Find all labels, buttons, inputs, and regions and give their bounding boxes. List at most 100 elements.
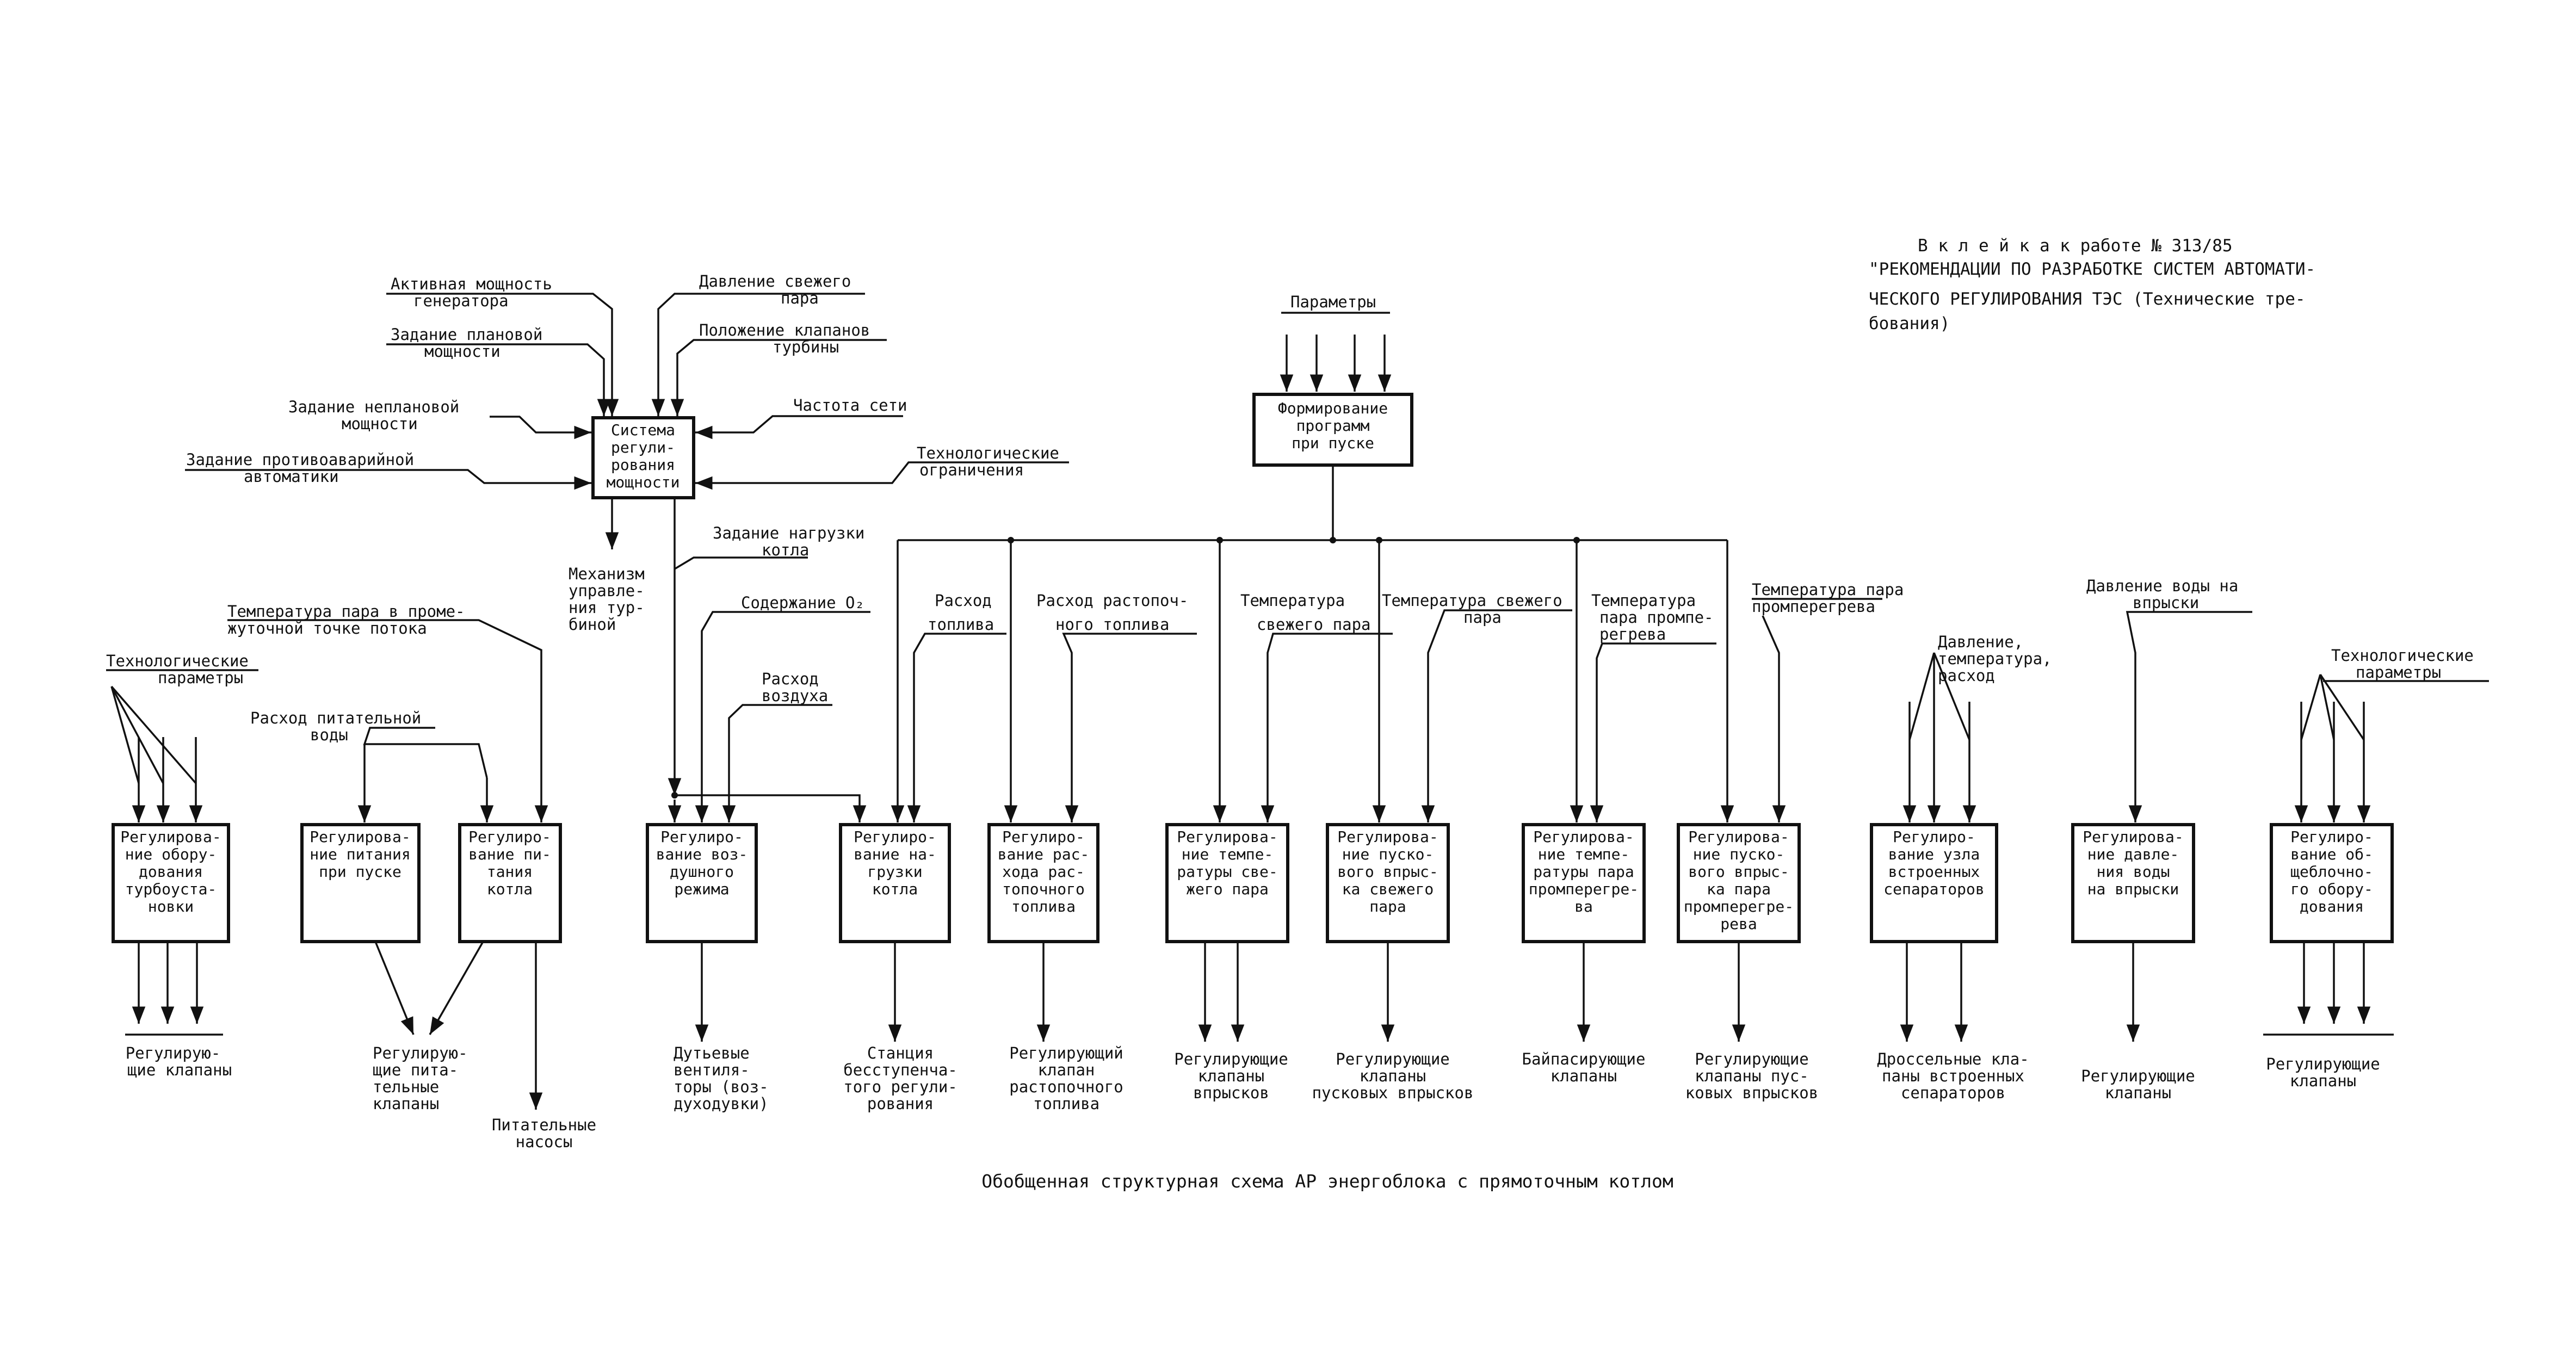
svg-text:Регулирующие: Регулирующие (1336, 1050, 1450, 1068)
svg-text:клапаны: клапаны (2105, 1084, 2171, 1102)
svg-text:Регулирова-: Регулирова- (2083, 828, 2183, 846)
label-grid-frequency: Частота сети (793, 396, 907, 414)
svg-text:клапаны пус-: клапаны пус- (1695, 1067, 1809, 1085)
svg-text:растопочного: растопочного (1009, 1078, 1123, 1096)
svg-text:вентиля-: вентиля- (674, 1061, 750, 1079)
svg-text:духодувки): духодувки) (674, 1094, 769, 1113)
output-feed-valves: Регулирую- щие пита- тельные клапаны (373, 1044, 468, 1113)
svg-text:ние темпе-: ние темпе- (1182, 845, 1274, 863)
svg-text:ние пуско-: ние пуско- (1693, 845, 1785, 863)
header-line-2: "РЕКОМЕНДАЦИИ ПО РАЗРАБОТКЕ СИСТЕМ АВТОМ… (1869, 259, 2315, 279)
program-formation-box (1252, 393, 1413, 467)
power-box-line-4: мощности (607, 473, 680, 491)
svg-text:Регулиро-: Регулиро- (2290, 828, 2373, 846)
label-air-flow: Расход (762, 670, 819, 688)
svg-text:Регулиро-: Регулиро- (1893, 828, 1975, 846)
svg-text:вание рас-: вание рас- (998, 845, 1090, 863)
output-startup-injection-valves-reheat: Регулирующие клапаны пус- ковых впрысков (1685, 1050, 1818, 1102)
label-fresh-steam-temp-2: свежего пара (1257, 615, 1371, 634)
reg-box-fresh-steam-temp: Регулирова- ние темпе- ратуры све- жего … (1165, 823, 1289, 943)
label-fresh-steam-pressure: Давление свежего (699, 272, 851, 290)
svg-text:топлива: топлива (1033, 1094, 1099, 1113)
svg-text:вание пи-: вание пи- (468, 845, 551, 863)
svg-text:Регулирующие: Регулирующие (2266, 1055, 2380, 1073)
svg-text:Регулиро-: Регулиро- (1002, 828, 1085, 846)
header-line-3: ЧЕСКОГО РЕГУЛИРОВАНИЯ ТЭС (Технические т… (1869, 289, 2306, 309)
svg-text:сепараторов: сепараторов (1883, 880, 1984, 898)
svg-text:встроенных: встроенных (1888, 863, 1980, 881)
svg-text:ния воды: ния воды (2097, 863, 2170, 881)
label-tech-params-right-2: параметры (2356, 663, 2441, 682)
power-control-box (591, 416, 695, 499)
svg-text:Регулирующий: Регулирующий (1009, 1044, 1123, 1062)
label-tech-params-right: Технологические (2331, 646, 2474, 665)
label-feed-water-flow-2: воды (310, 726, 348, 744)
label-ignition-fuel-flow-2: ного топлива (1055, 615, 1170, 634)
svg-text:промперегре-: промперегре- (1684, 898, 1794, 915)
label-turbine-mechanism: Механизм (569, 565, 645, 583)
svg-text:Регулиро-: Регулиро- (854, 828, 936, 846)
svg-text:ние обору-: ние обору- (125, 845, 217, 863)
label-ptr-3: расход (1938, 666, 1995, 685)
svg-text:вание об-: вание об- (2290, 845, 2373, 863)
svg-text:вого впрыс-: вого впрыс- (1337, 863, 1438, 881)
program-box-line-1: Формирование (1278, 399, 1388, 417)
label-planned-power: Задание плановой (391, 325, 542, 344)
svg-text:вание воз-: вание воз- (656, 845, 748, 863)
svg-text:ние пуско-: ние пуско- (1342, 845, 1434, 863)
output-ignition-valve: Регулирующий клапан растопочного топлива (1009, 1044, 1123, 1113)
label-turbine-mechanism-2: управле- (569, 581, 645, 600)
svg-text:ние давле-: ние давле- (2087, 845, 2179, 863)
label-tech-params-left-2: параметры (158, 669, 243, 687)
svg-text:Регулирую-: Регулирую- (373, 1044, 468, 1062)
label-active-power: Активная мощность (391, 275, 552, 293)
svg-text:бесступенча-: бесступенча- (843, 1061, 957, 1079)
svg-text:вание узла: вание узла (1888, 845, 1980, 863)
svg-text:щие клапаны: щие клапаны (127, 1061, 232, 1079)
svg-text:насосы: насосы (516, 1133, 573, 1151)
svg-text:тания: тания (487, 863, 533, 881)
svg-text:вание на-: вание на- (854, 845, 936, 863)
svg-text:Регулирова-: Регулирова- (1688, 828, 1789, 846)
svg-text:ва: ва (1574, 898, 1593, 915)
svg-text:Дроссельные кла-: Дроссельные кла- (1877, 1050, 2029, 1068)
label-reheat-temp: Температура (1591, 591, 1696, 610)
label-feed-water-flow: Расход питательной (250, 709, 421, 727)
label-turbine-mechanism-4: биной (569, 615, 616, 634)
power-box-line-1: Система (611, 421, 675, 439)
output-stepless-station: Станция бесступенча- того регули- ровани… (843, 1044, 957, 1113)
output-fans: Дутьевые вентиля- торы (воз- духодувки) (674, 1044, 769, 1113)
label-fuel-flow-2: топлива (928, 615, 994, 634)
program-box-line-2: программ (1296, 417, 1370, 435)
label-ignition-fuel-flow: Расход растопоч- (1036, 591, 1188, 610)
label-tech-params-left: Технологические (106, 652, 249, 670)
svg-text:ка свежего: ка свежего (1342, 880, 1434, 898)
svg-text:турбоуста-: турбоуста- (125, 880, 217, 898)
svg-text:щие пита-: щие пита- (373, 1061, 458, 1079)
output-startup-injection-valves: Регулирующие клапаны пусковых впрысков (1312, 1050, 1474, 1102)
output-valves-13: Регулирующие клапаны (2266, 1055, 2380, 1090)
svg-text:того регули-: того регули- (843, 1078, 957, 1096)
svg-text:клапаны: клапаны (1198, 1067, 1264, 1085)
svg-text:новки: новки (148, 898, 194, 915)
svg-text:жего пара: жего пара (1186, 880, 1269, 898)
label-fresh-steam-pressure-2: пара (781, 289, 819, 307)
label-steam-temp-intermediate: Температура пара в проме- (227, 602, 465, 621)
label-tech-limits: Технологические (917, 444, 1059, 462)
svg-text:Регулирова-: Регулирова- (1533, 828, 1634, 846)
label-o2-content: Содержание O₂ (741, 593, 864, 612)
svg-text:Питательные: Питательные (492, 1116, 596, 1134)
svg-text:душного: душного (670, 863, 734, 881)
label-ptr-2: температура, (1938, 649, 2052, 668)
diagram-caption: Обобщенная структурная схема АР энергобл… (981, 1171, 1673, 1192)
svg-text:Регулирова-: Регулирова- (1337, 828, 1438, 846)
label-tech-limits-2: ограничения (919, 461, 1024, 479)
program-box-line-3: при пуске (1292, 434, 1374, 452)
svg-text:Регулирующие: Регулирующие (1695, 1050, 1809, 1068)
label-reheat-temp-3: регрева (1599, 625, 1666, 643)
output-bypass-valves: Байпасирующие клапаны (1522, 1050, 1646, 1085)
svg-text:клапан: клапан (1038, 1061, 1095, 1079)
label-parameters: Параметры (1290, 293, 1376, 311)
